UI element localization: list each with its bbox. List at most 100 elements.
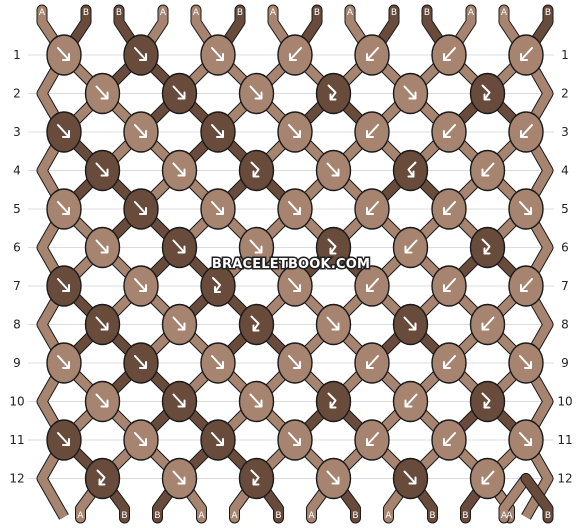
knot-arrow-icon (520, 124, 533, 138)
row-number-right: 5 (561, 202, 569, 216)
row-number-right: 1 (561, 48, 569, 62)
knot (354, 188, 390, 230)
strand-label-top: A (270, 8, 277, 18)
knot-arrow-icon (519, 432, 532, 446)
knot (277, 111, 313, 153)
knot-arrow-icon (172, 393, 186, 408)
knot-arrow-icon (403, 470, 417, 485)
row-number-right: 12 (557, 472, 572, 486)
knot (123, 419, 159, 461)
bottom-strand (521, 474, 553, 523)
knot-arrow-icon (57, 355, 70, 369)
knot (123, 265, 159, 307)
strand-label-bottom: A (77, 511, 84, 521)
knot-arrow-icon (366, 355, 379, 369)
knot-arrow-icon (366, 124, 379, 138)
knot (431, 419, 467, 461)
knot (354, 34, 390, 76)
knot (431, 342, 467, 384)
knot (46, 188, 82, 230)
knot-arrow-icon (95, 239, 109, 254)
knot-arrow-icon (211, 201, 224, 215)
knot (161, 457, 198, 500)
bottom-strand (499, 474, 531, 523)
knot-arrow-icon (211, 47, 224, 61)
row-number-left: 8 (13, 318, 21, 332)
row-number-left: 4 (13, 164, 21, 178)
knot (392, 303, 429, 346)
strand-label-top: A (193, 8, 200, 18)
knot (84, 226, 121, 269)
knot-shape (392, 149, 429, 192)
strand-label-top: B (424, 8, 430, 18)
knot-shape (469, 72, 506, 115)
knot-shape (315, 72, 352, 115)
knot (469, 457, 506, 500)
knot-arrow-icon (172, 162, 186, 177)
knot-shape (315, 380, 352, 423)
knot (277, 342, 313, 384)
knot-arrow-icon (172, 316, 186, 331)
knot-arrow-icon (407, 161, 417, 178)
knot (469, 226, 506, 269)
strand-label-top: A (347, 8, 354, 18)
strand-label-bottom: B (545, 511, 551, 521)
knot (200, 34, 236, 76)
knot (238, 149, 275, 192)
knot-arrow-icon (443, 201, 456, 215)
knot (315, 226, 352, 269)
knot (508, 342, 544, 384)
knot (392, 380, 429, 423)
knot-arrow-icon (481, 316, 495, 331)
knot-arrow-icon (443, 47, 456, 61)
knot (84, 149, 121, 192)
knot-arrow-icon (57, 432, 70, 446)
strand-label-bottom: B (352, 511, 358, 521)
knot-arrow-icon (481, 162, 495, 177)
knot (200, 342, 236, 384)
strand-label-bottom: B (154, 511, 160, 521)
knot-arrow-icon (443, 278, 456, 292)
knot-arrow-icon (211, 124, 224, 138)
row-number-right: 10 (557, 395, 572, 409)
knot (315, 303, 352, 346)
row-number-left: 1 (13, 48, 21, 62)
knot-shape (238, 303, 275, 346)
knot (508, 419, 544, 461)
knot (508, 188, 544, 230)
knot (315, 457, 352, 500)
knot (354, 265, 390, 307)
knot (392, 457, 429, 500)
knot (161, 149, 198, 192)
knot (46, 265, 82, 307)
knot-shape (469, 380, 506, 423)
knot-arrow-icon (519, 201, 532, 215)
knot (431, 188, 467, 230)
knot (161, 380, 198, 423)
knot-shape (200, 265, 236, 307)
knot (200, 188, 236, 230)
knot-arrow-icon (95, 162, 109, 177)
knot (238, 303, 275, 346)
knot (238, 226, 275, 269)
knot (238, 457, 275, 500)
knot-arrow-icon (288, 124, 301, 138)
knot-arrow-icon (249, 85, 263, 100)
strand-label-bottom: A (385, 511, 392, 521)
knot-arrow-icon (57, 47, 70, 61)
knot (161, 303, 198, 346)
knot-arrow-icon (57, 201, 70, 215)
knot (392, 149, 429, 192)
knot-arrow-icon (520, 278, 533, 292)
knot (46, 342, 82, 384)
knot-arrow-icon (403, 85, 417, 100)
knot (200, 111, 236, 153)
knot-arrow-icon (95, 85, 109, 100)
knot-arrow-icon (96, 469, 106, 486)
knot (123, 342, 159, 384)
knot (84, 72, 121, 115)
knot (46, 419, 82, 461)
row-number-left: 12 (9, 472, 24, 486)
